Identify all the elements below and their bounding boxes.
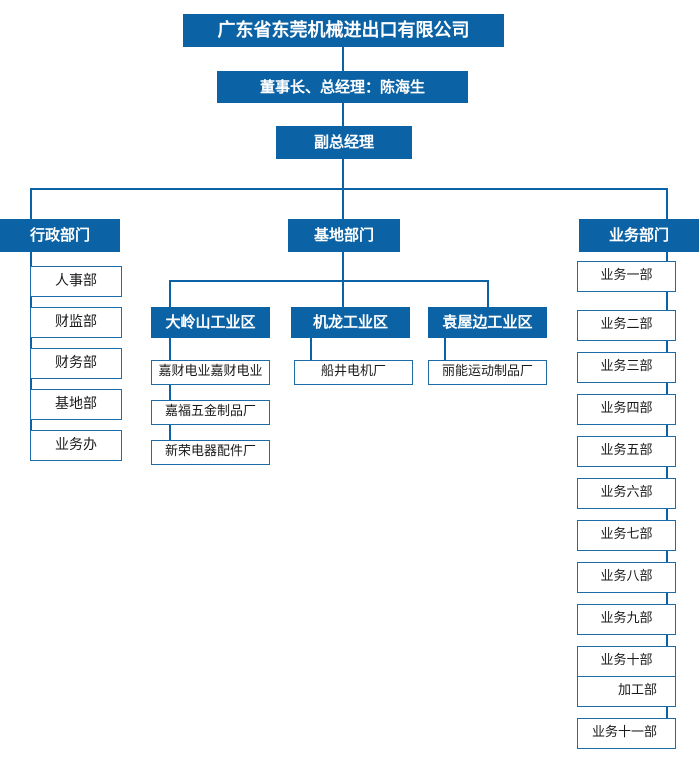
node-business-child-5: 业务六部 [577, 478, 676, 509]
node-division-business: 业务部门 [579, 219, 699, 252]
node-business-child-1: 业务二部 [577, 310, 676, 341]
node-business-child-0: 业务一部 [577, 261, 676, 292]
node-zone-1: 机龙工业区 [291, 307, 410, 338]
node-factory-1-0: 船井电机厂 [294, 360, 413, 385]
node-admin-child-0: 人事部 [30, 266, 122, 297]
connector-base-to-zonebus [342, 252, 344, 280]
connector-zonebus-to-zone-0 [169, 280, 171, 307]
connector-bus-to-business [666, 188, 668, 219]
connector-zone-1-spine [310, 338, 312, 362]
node-business-child-8: 业务九部 [577, 604, 676, 635]
node-business-child-11: 业务十一部 [577, 718, 676, 749]
node-business-child-9: 业务十部 [577, 646, 676, 677]
node-admin-child-2: 财务部 [30, 348, 122, 379]
node-admin-child-4: 业务办 [30, 430, 122, 461]
connector-zonebus-to-zone-1 [342, 280, 344, 307]
connector-zone-0-spine [169, 338, 171, 458]
node-zone-2: 袁屋边工业区 [428, 307, 547, 338]
connector-deputy-to-bus [342, 159, 344, 189]
node-leadership: 董事长、总经理：陈海生 [217, 71, 468, 103]
connector-zone-2-spine [444, 338, 446, 362]
node-factory-0-1: 嘉福五金制品厂 [151, 400, 270, 425]
node-business-child-7: 业务八部 [577, 562, 676, 593]
node-admin-child-3: 基地部 [30, 389, 122, 420]
node-business-child-6: 业务七部 [577, 520, 676, 551]
node-business-child-2: 业务三部 [577, 352, 676, 383]
node-admin-child-1: 财监部 [30, 307, 122, 338]
connector-zonebus-to-zone-2 [487, 280, 489, 307]
node-company-title: 广东省东莞机械进出口有限公司 [183, 14, 504, 47]
node-factory-0-0: 嘉财电业嘉财电业 [151, 360, 270, 385]
connector-bus-to-admin [30, 188, 32, 219]
node-factory-0-2: 新荣电器配件厂 [151, 440, 270, 465]
node-zone-0: 大岭山工业区 [151, 307, 270, 338]
connector-zone-bus [169, 280, 489, 282]
connector-company-to-leadership [342, 47, 344, 71]
node-division-base: 基地部门 [288, 219, 400, 252]
connector-main-bus [30, 188, 668, 190]
connector-leadership-to-deputy [342, 103, 344, 126]
node-business-child-4: 业务五部 [577, 436, 676, 467]
connector-bus-to-base [342, 188, 344, 219]
node-division-admin: 行政部门 [0, 219, 120, 252]
node-factory-2-0: 丽能运动制品厂 [428, 360, 547, 385]
node-deputy-manager: 副总经理 [276, 126, 412, 159]
node-business-child-10: 加工部 [577, 676, 676, 707]
node-business-child-3: 业务四部 [577, 394, 676, 425]
